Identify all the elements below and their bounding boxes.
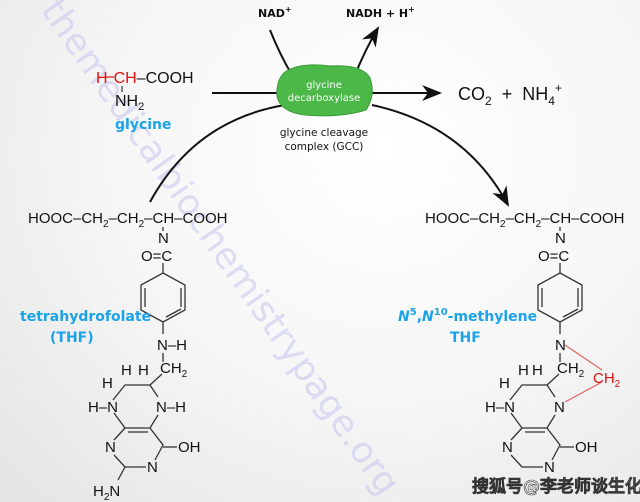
svg-text:N: N xyxy=(502,439,513,456)
svg-text:H: H xyxy=(532,362,543,379)
svg-text:CH2: CH2 xyxy=(557,360,585,380)
svg-text:H–N: H–N xyxy=(485,399,515,416)
svg-text:OH: OH xyxy=(575,439,598,456)
methylene-thf-label-1: N5,N10-methylene xyxy=(398,307,537,325)
svg-text:N: N xyxy=(554,399,565,416)
svg-text:HOOC–CH2–CH2–CH–COOH: HOOC–CH2–CH2–CH–COOH xyxy=(28,210,228,230)
methylene-thf-structure: HOOC–CH2–CH2–CH–COOH N O=C N CH2 H H H H… xyxy=(425,210,625,476)
glycine-label: glycine xyxy=(115,117,172,133)
svg-text:N–H: N–H xyxy=(156,399,186,416)
svg-text:O=C: O=C xyxy=(538,248,569,265)
svg-text:H: H xyxy=(518,362,529,379)
products-label: CO2+NH4+ xyxy=(458,81,562,108)
svg-text:N: N xyxy=(555,230,566,247)
svg-text:N: N xyxy=(158,230,169,247)
svg-text:N: N xyxy=(105,439,116,456)
nadh-label: NADH + H+ xyxy=(346,5,415,20)
svg-text:N: N xyxy=(555,337,566,354)
thf-label-2: (THF) xyxy=(50,330,94,346)
svg-text:H: H xyxy=(102,375,113,392)
nad-label: NAD+ xyxy=(258,5,292,20)
nadh-arrow xyxy=(354,26,380,76)
glycine-amine: NH2 xyxy=(115,93,144,113)
methylene-thf-label-2: THF xyxy=(450,330,481,346)
gcc-label-1: glycine cleavage xyxy=(280,127,368,139)
svg-text:N: N xyxy=(544,459,555,476)
svg-text:N–H: N–H xyxy=(157,337,187,354)
thf-pteridine: N–H CH2 H H H H–N N–H N OH N H2N xyxy=(88,337,201,502)
thf-label-1: tetrahydrofolate xyxy=(20,309,151,325)
svg-text:H2N: H2N xyxy=(93,483,120,502)
svg-text:N: N xyxy=(147,459,158,476)
svg-text:CH2: CH2 xyxy=(160,360,188,380)
svg-text:OH: OH xyxy=(178,439,201,456)
gcc-label-2: complex (GCC) xyxy=(285,141,364,153)
nad-arrow xyxy=(269,29,293,76)
svg-text:H–N: H–N xyxy=(88,399,118,416)
svg-text:O=C: O=C xyxy=(141,248,172,265)
svg-text:H: H xyxy=(138,362,149,379)
svg-text:H: H xyxy=(121,362,132,379)
enzyme-blob xyxy=(276,64,373,117)
svg-text:H: H xyxy=(499,375,510,392)
thf-structure: HOOC–CH2–CH2–CH–COOH N O=C xyxy=(28,210,228,334)
methylene-bridge-label: CH2 xyxy=(593,370,621,390)
thf-input-arrow xyxy=(149,104,286,203)
source-watermark: 搜狐号@李老师谈生化 xyxy=(472,476,640,497)
svg-text:HOOC–CH2–CH2–CH–COOH: HOOC–CH2–CH2–CH–COOH xyxy=(425,210,625,230)
enzyme-label-1: glycine xyxy=(306,80,342,91)
enzyme-label-2: decarboxylase xyxy=(288,93,361,104)
methylene-thf-output-arrow xyxy=(371,104,509,207)
